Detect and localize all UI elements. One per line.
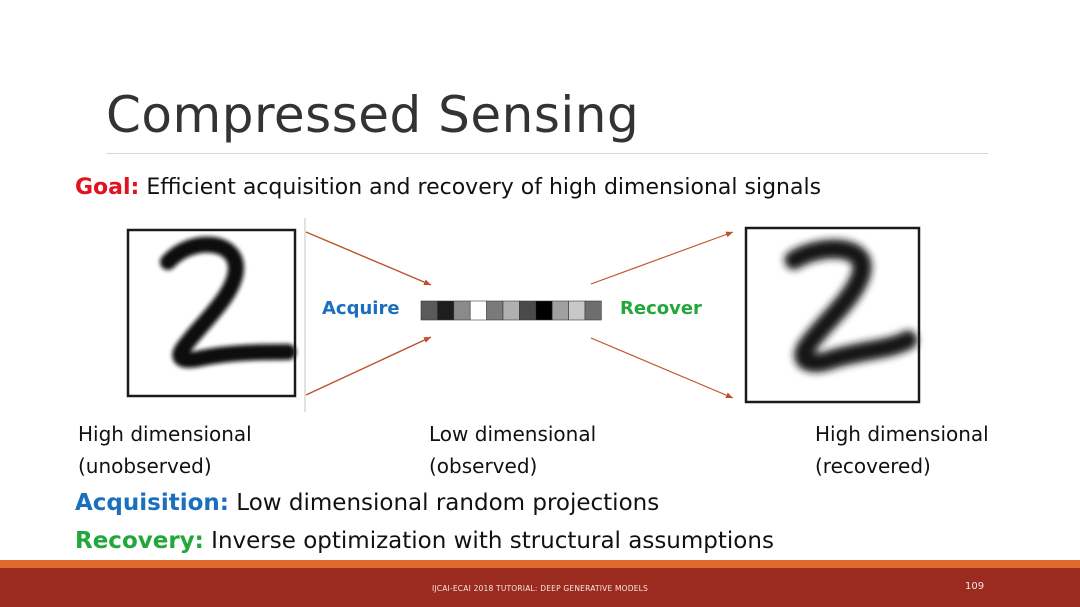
- acquisition-keyword: Acquisition:: [75, 490, 229, 516]
- slide-title: Compressed Sensing: [106, 86, 640, 144]
- vector-cell: [584, 300, 602, 321]
- middle-caption-line-2: (observed): [429, 454, 538, 478]
- observed-measurement-vector: [420, 300, 602, 321]
- vector-cell: [535, 300, 553, 321]
- footer-text: IJCAI-ECAI 2018 TUTORIAL: DEEP GENERATIV…: [431, 584, 649, 593]
- recovery-line: Recovery: Inverse optimization with stru…: [75, 528, 774, 554]
- footer-accent-stripe: [0, 560, 1080, 568]
- original-digit-image: [126, 228, 297, 398]
- vector-cell: [437, 300, 455, 321]
- recover-arrow-top: [590, 231, 734, 285]
- recover-arrow-bottom: [590, 337, 734, 399]
- goal-text: Efficient acquisition and recovery of hi…: [139, 175, 822, 200]
- acquisition-line: Acquisition: Low dimensional random proj…: [75, 490, 659, 516]
- goal-keyword: Goal:: [75, 175, 140, 200]
- vector-cell: [519, 300, 537, 321]
- vector-cell: [486, 300, 504, 321]
- left-caption-line-2: (unobserved): [78, 454, 212, 478]
- vector-cell: [469, 300, 487, 321]
- vector-cell: [551, 300, 569, 321]
- recover-label: Recover: [620, 298, 702, 319]
- acquire-label: Acquire: [322, 298, 400, 319]
- page-number: 109: [965, 581, 985, 592]
- recovery-keyword: Recovery:: [75, 528, 204, 554]
- left-caption-line-1: High dimensional: [78, 422, 252, 446]
- acquire-arrow-top: [305, 231, 432, 286]
- vector-cell: [568, 300, 586, 321]
- middle-caption-line-1: Low dimensional: [429, 422, 597, 446]
- recovery-text: Inverse optimization with structural ass…: [203, 528, 774, 554]
- title-divider: [106, 153, 988, 154]
- footer-bar: [0, 568, 1080, 607]
- vector-cell: [420, 300, 438, 321]
- acquisition-text: Low dimensional random projections: [228, 490, 660, 516]
- left-caption: High dimensional (unobserved): [78, 418, 252, 482]
- right-caption: High dimensional (recovered): [815, 418, 989, 482]
- recovered-digit-image: [744, 226, 921, 404]
- vector-cell: [502, 300, 520, 321]
- right-caption-line-2: (recovered): [815, 454, 931, 478]
- vector-cell: [453, 300, 471, 321]
- right-caption-line-1: High dimensional: [815, 422, 989, 446]
- goal-line: Goal: Efficient acquisition and recovery…: [75, 175, 821, 200]
- middle-caption: Low dimensional (observed): [429, 418, 596, 482]
- acquire-arrow-bottom: [305, 336, 432, 396]
